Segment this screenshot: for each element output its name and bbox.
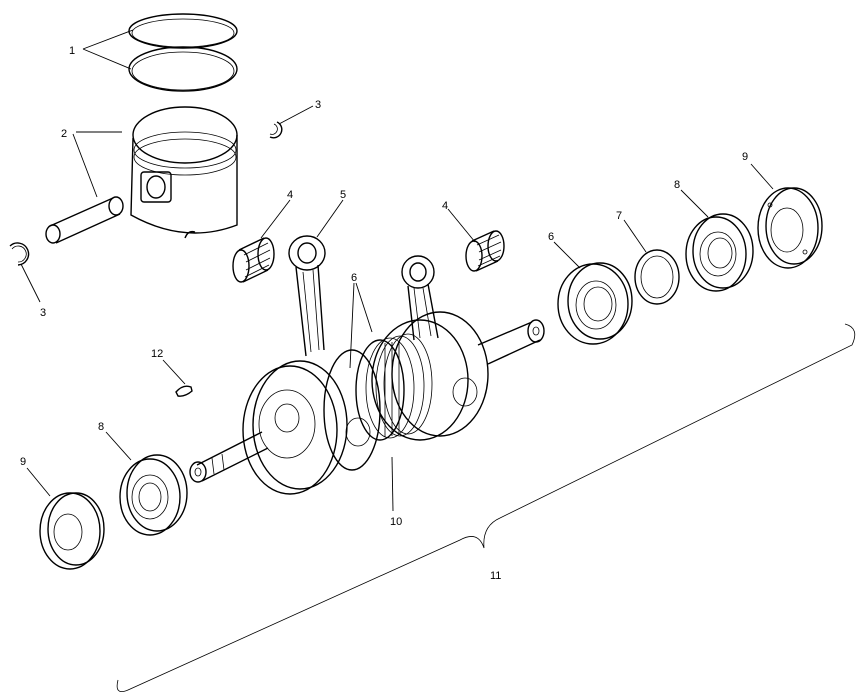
ball-bearing-right-6 — [557, 262, 633, 345]
shim-ring-7 — [634, 249, 680, 305]
callout-5: 5 — [340, 189, 346, 201]
callout-4-left: 4 — [287, 189, 293, 201]
ball-bearing-left-8 — [119, 454, 188, 536]
piston-rings — [128, 13, 238, 92]
callout-9-right: 9 — [742, 151, 748, 163]
circlip-right — [269, 121, 283, 139]
callout-10: 10 — [390, 516, 402, 528]
callout-6-right: 6 — [548, 231, 554, 243]
oil-seal-right-9 — [757, 187, 823, 269]
callout-6-center: 6 — [351, 272, 357, 284]
callout-9-left: 9 — [20, 456, 26, 468]
callout-8-left: 8 — [98, 421, 104, 433]
leader-lines — [20, 29, 774, 512]
piston-pin — [45, 196, 124, 244]
crankshaft — [189, 311, 545, 495]
callout-3-upper: 3 — [315, 99, 321, 111]
callout-12: 12 — [151, 348, 163, 360]
needle-bearing-left — [232, 237, 275, 283]
oil-seal-left-9 — [39, 492, 105, 570]
connecting-rod-right — [401, 255, 439, 341]
callout-7: 7 — [616, 210, 622, 222]
callout-4-right: 4 — [442, 200, 448, 212]
callout-11: 11 — [490, 570, 501, 582]
connecting-rod-left — [288, 235, 326, 357]
circlip-left — [9, 242, 30, 266]
callout-3-lower: 3 — [40, 307, 46, 319]
woodruff-key — [175, 385, 193, 397]
callout-8-right: 8 — [674, 179, 680, 191]
callout-2: 2 — [61, 128, 67, 140]
piston — [130, 106, 238, 239]
needle-bearing-right — [465, 230, 505, 272]
callout-labels: 1 2 3 3 4 4 5 6 6 7 8 8 9 9 10 11 12 — [20, 45, 748, 582]
ball-bearing-right-8 — [685, 213, 754, 292]
assembly-bracket — [116, 323, 856, 693]
callout-1: 1 — [69, 45, 75, 57]
